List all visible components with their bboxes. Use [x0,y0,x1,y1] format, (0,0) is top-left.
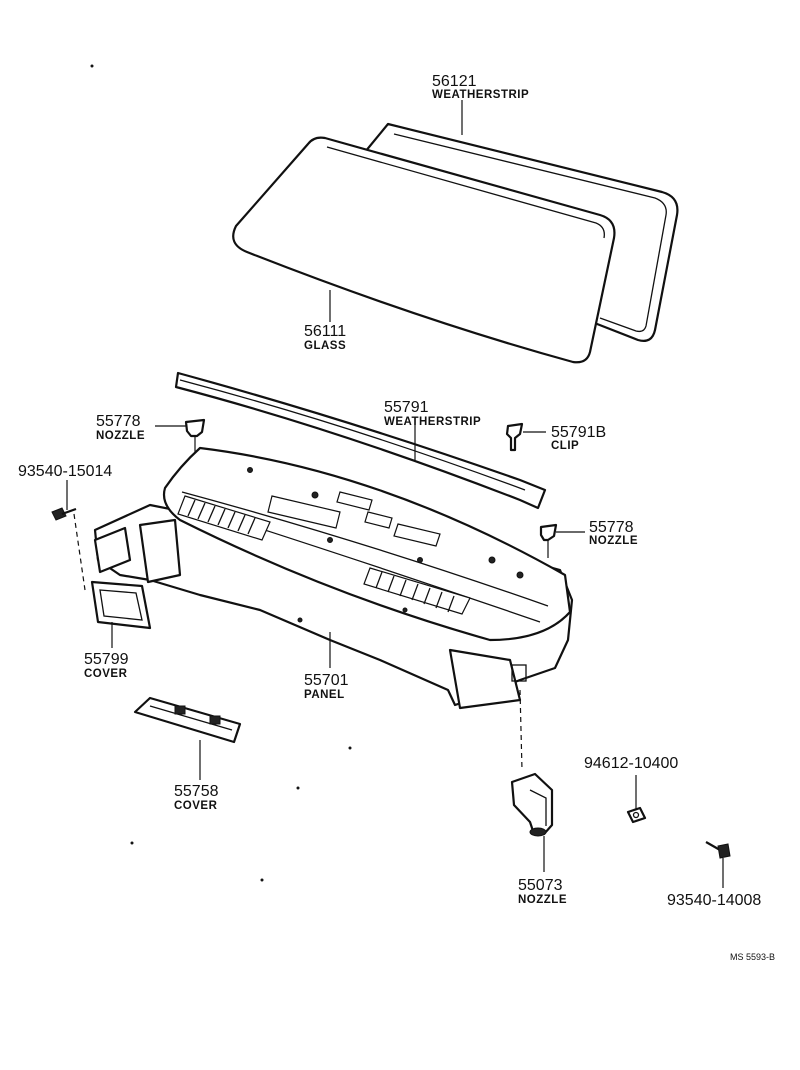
part-name-55791: WEATHERSTRIP [384,416,481,428]
panel-55701-shape [93,446,574,710]
cover-55799-shape [90,580,152,630]
part-number-94612-10400: 94612-10400 [584,755,678,772]
nut-94612-10400-shape [626,806,647,824]
scan-specks [90,64,352,882]
part-name-55073: NOZZLE [518,894,567,906]
glass-56111-shape [232,136,616,364]
part-name-55778-right: NOZZLE [589,535,638,547]
nozzle-55778-right-shape [539,523,558,558]
part-name-55701: PANEL [304,689,345,701]
part-number-55799: 55799 [84,651,129,668]
part-number-93540-14008: 93540-14008 [667,892,761,909]
part-number-55701: 55701 [304,672,349,689]
part-number-55791: 55791 [384,399,429,416]
part-name-55791b: CLIP [551,440,579,452]
part-number-93540-15014: 93540-15014 [18,463,112,480]
part-number-55073: 55073 [518,877,563,894]
part-name-55778-left: NOZZLE [96,430,145,442]
part-number-56111: 56111 [304,323,346,340]
part-number-55758: 55758 [174,783,219,800]
cover-55758-shape [133,696,242,744]
part-number-55791b: 55791B [551,424,606,441]
nozzle-55073-shape [510,689,554,837]
part-number-55778-left: 55778 [96,413,141,430]
part-name-56121: WEATHERSTRIP [432,89,529,101]
screw-93540-14008-shape [705,841,731,859]
diagram-reference: MS 5593-B [730,952,775,962]
part-name-56111: GLASS [304,340,346,352]
part-name-55799: COVER [84,668,128,680]
nozzle-55778-left-shape [184,418,206,454]
screw-93540-15014-shape [51,507,86,591]
clip-55791b-shape [505,422,524,452]
part-name-55758: COVER [174,800,218,812]
weatherstrip-55791-shape [174,371,547,510]
part-number-55778-right: 55778 [589,519,634,536]
leader-lines [66,100,724,888]
part-number-56121: 56121 [432,73,477,90]
